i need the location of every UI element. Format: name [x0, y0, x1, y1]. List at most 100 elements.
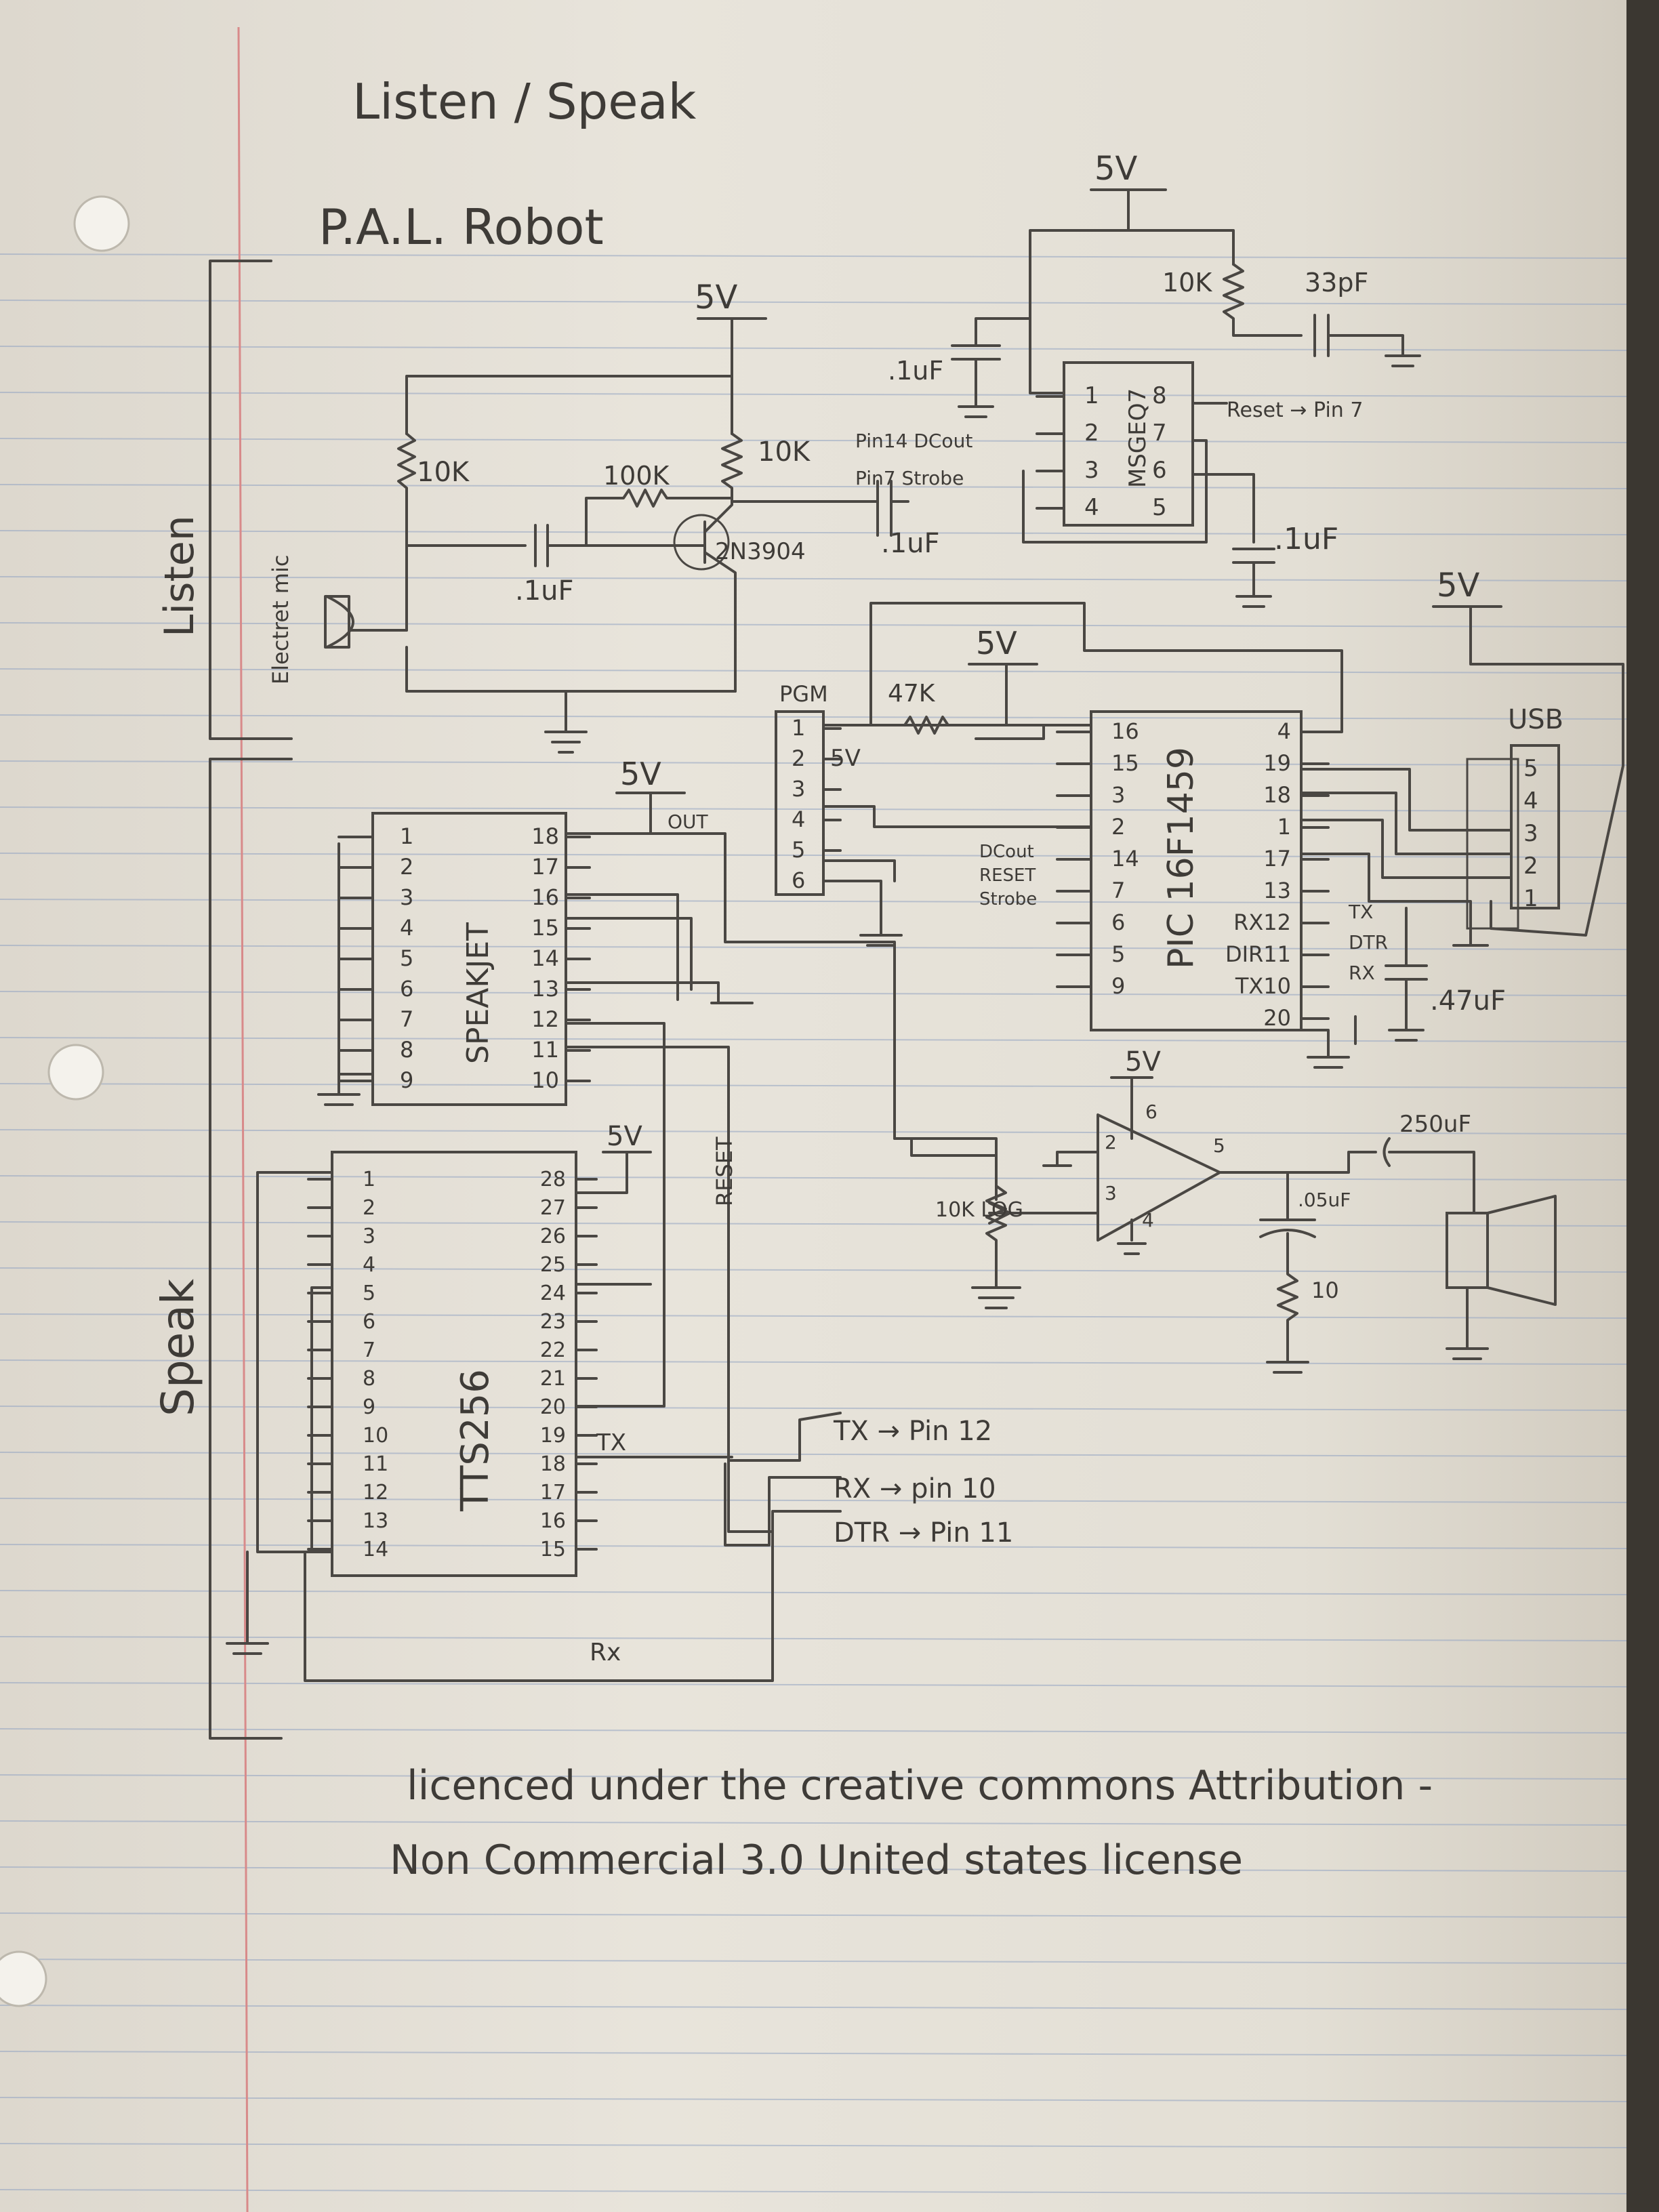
svg-text:5V: 5V — [830, 745, 861, 772]
pin-label: 17 — [531, 854, 559, 880]
pin-label: 6 — [363, 1310, 375, 1334]
speak-bracket — [209, 758, 293, 1740]
pin-label: 5 — [363, 1282, 375, 1305]
svg-text:.1uF: .1uF — [1274, 522, 1338, 556]
op-amp — [1097, 1113, 1221, 1242]
electret-mic — [324, 595, 408, 649]
license-line-1: licenced under the creative commons Attr… — [407, 1762, 1433, 1809]
svg-text:5V: 5V — [1094, 150, 1138, 188]
pin-label: 28 — [540, 1168, 566, 1191]
listen-bracket — [209, 260, 293, 740]
svg-text:RX → pin 10: RX → pin 10 — [834, 1473, 996, 1504]
pin-label: 9 — [363, 1395, 375, 1419]
tts256-chip — [331, 1151, 577, 1577]
pin-label: 1 — [363, 1168, 375, 1191]
pin-label: 24 — [540, 1282, 566, 1305]
pic-output-label: RX — [1349, 962, 1375, 984]
pin-label: 12 — [531, 1006, 559, 1032]
svg-text:5V: 5V — [976, 625, 1017, 661]
pin-label: 15 — [540, 1538, 566, 1561]
pin-label: 21 — [540, 1367, 566, 1391]
pin-label: 5 — [1152, 494, 1167, 521]
pin-label: 1 — [1277, 814, 1291, 840]
pin-label: 7 — [1111, 878, 1125, 903]
pin-label: 4 — [1084, 494, 1099, 521]
svg-text:MSGEQ7: MSGEQ7 — [1124, 388, 1151, 488]
tts256-section: 5V TTS256 123456789101112131428272625242… — [226, 1121, 1013, 1682]
pin-label: 5 — [400, 945, 413, 971]
svg-text:PGM: PGM — [779, 681, 828, 707]
pic-input-label: Strobe — [979, 889, 1037, 909]
svg-text:Reset → Pin 7: Reset → Pin 7 — [1227, 398, 1363, 422]
pin-label: 19 — [540, 1424, 566, 1448]
pin-label: 7 — [1152, 419, 1167, 447]
svg-text:.1uF: .1uF — [888, 356, 943, 386]
svg-text:2N3904: 2N3904 — [715, 538, 806, 565]
svg-text:10K LOG: 10K LOG — [935, 1198, 1023, 1222]
pin-label: 17 — [540, 1481, 566, 1504]
pin-label: TX10 — [1235, 973, 1291, 999]
pin-label: 14 — [363, 1538, 388, 1561]
pin-label: 8 — [400, 1037, 413, 1063]
pin-label: 4 — [400, 915, 413, 941]
pin-label: 16 — [1111, 718, 1139, 744]
pic-output-label: TX — [1348, 901, 1373, 923]
pic-output-label: DTR — [1349, 931, 1388, 954]
pin-label: 12 — [363, 1481, 388, 1504]
pin-label: 27 — [540, 1196, 566, 1220]
pin-label: 8 — [1152, 382, 1167, 409]
pin-label: 4 — [1277, 718, 1291, 744]
svg-text:.1uF: .1uF — [881, 528, 940, 559]
svg-text:SPEAKJET: SPEAKJET — [461, 922, 495, 1064]
pin-label: 10 — [531, 1067, 559, 1093]
section-listen: Listen — [156, 515, 203, 637]
svg-text:.05uF: .05uF — [1298, 1189, 1351, 1211]
pin-label: 4 — [363, 1253, 375, 1277]
pin-label: 9 — [400, 1067, 413, 1093]
svg-text:6: 6 — [1145, 1101, 1158, 1123]
pin-label: 14 — [531, 945, 559, 971]
pin-label: 3 — [1084, 457, 1099, 484]
pin-label: 15 — [531, 915, 559, 941]
pin-label: 1 — [792, 715, 805, 741]
pin-label: 5 — [792, 837, 805, 863]
binder-hole — [47, 1044, 104, 1101]
svg-text:TTS256: TTS256 — [453, 1369, 497, 1512]
pin-label: 10 — [363, 1424, 388, 1448]
section-speak: Speak — [152, 1278, 204, 1416]
binder-hole — [0, 1950, 47, 2007]
speakjet-section: 5V OUT SPEAKJET 123456789181716151413121… — [317, 756, 998, 1462]
pin-label: 9 — [1111, 973, 1125, 999]
pgm-header — [775, 710, 825, 896]
pin-label: 13 — [531, 976, 559, 1002]
svg-text:5V: 5V — [607, 1121, 642, 1152]
pin-label: 3 — [400, 884, 413, 910]
svg-text:Pin14 DCout: Pin14 DCout — [855, 430, 972, 452]
resistor-10k-b — [721, 432, 743, 499]
svg-text:Rx: Rx — [590, 1639, 621, 1666]
binder-hole — [73, 195, 130, 252]
pin-label: 3 — [1111, 782, 1125, 808]
pin-label: 18 — [540, 1452, 566, 1476]
svg-text:4: 4 — [1142, 1209, 1154, 1231]
pin-label: RX12 — [1233, 909, 1291, 935]
pin-label: 22 — [540, 1338, 566, 1362]
pin-label: 7 — [363, 1338, 375, 1362]
pin-label: 26 — [540, 1225, 566, 1248]
svg-text:3: 3 — [1105, 1182, 1117, 1204]
pin-label: 4 — [792, 806, 805, 832]
pin-label: 13 — [1263, 878, 1291, 903]
pin-label: 11 — [363, 1452, 388, 1476]
pin-label: DIR11 — [1225, 941, 1291, 967]
supply-5v: 5V — [695, 279, 738, 316]
svg-text:5: 5 — [1213, 1134, 1225, 1157]
pin-label: 18 — [1263, 782, 1291, 808]
svg-text:.47uF: .47uF — [1430, 985, 1506, 1017]
svg-text:100K: 100K — [603, 461, 670, 491]
svg-text:250uF: 250uF — [1399, 1111, 1471, 1138]
